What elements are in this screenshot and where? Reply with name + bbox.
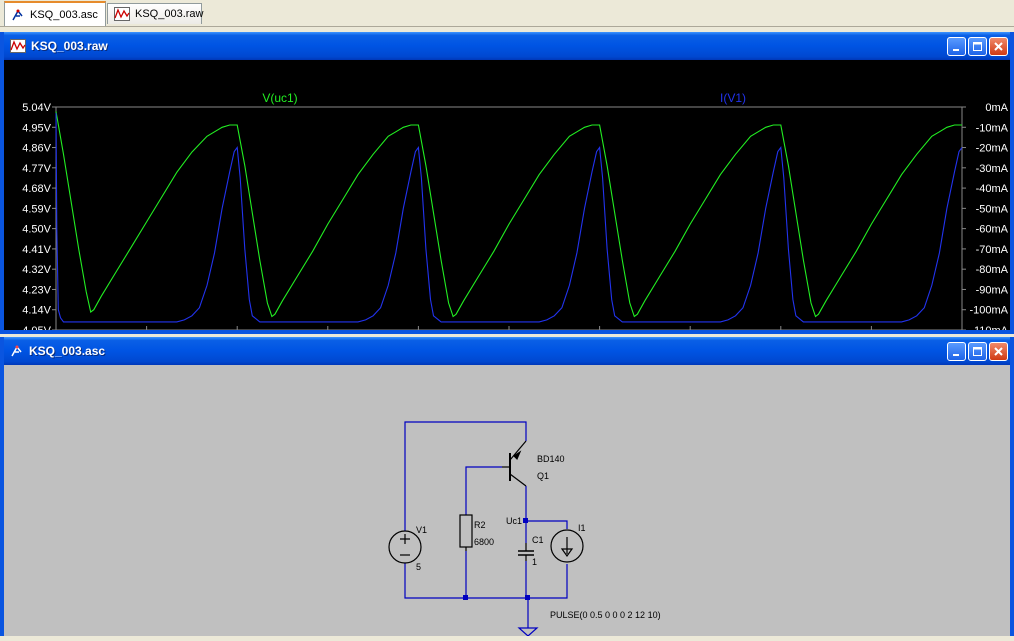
y-left-tick-label: 4.68V [22, 183, 51, 195]
tab-label: KSQ_003.asc [30, 8, 98, 21]
y-right-tick-label: 0mA [985, 102, 1008, 114]
legend-i-v1[interactable]: I(V1) [720, 91, 746, 105]
minimize-icon [953, 354, 959, 356]
schematic-drawing[interactable]: V1 5 R2 6800 BD140 Q1 Uc1 [4, 365, 1010, 637]
schematic-window: KSQ_003.asc [0, 337, 1014, 637]
y-right-tick-label: -90mA [976, 284, 1009, 296]
plot-window-titlebar[interactable]: KSQ_003.raw [4, 32, 1010, 60]
resistor-r2[interactable] [459, 514, 473, 551]
document-tab-strip: KSQ_003.asc KSQ_003.raw [0, 0, 1014, 27]
y-right-tick-label: -50mA [976, 203, 1009, 215]
y-left-tick-label: 4.05V [22, 325, 51, 330]
schematic-window-titlebar[interactable]: KSQ_003.asc [4, 337, 1010, 365]
y-left-tick-label: 4.77V [22, 163, 51, 175]
wires [404, 421, 568, 628]
legend-v-uc1[interactable]: V(uc1) [262, 91, 297, 105]
junction-dot [525, 595, 530, 600]
y-right-tick-label: -70mA [976, 244, 1009, 256]
y-left-tick-label: 4.86V [22, 143, 51, 155]
maximize-button[interactable] [968, 342, 987, 361]
y-right-tick-label: -80mA [976, 264, 1009, 276]
window-title: KSQ_003.asc [29, 344, 106, 358]
waveform-chart[interactable]: 5.04V 4.95V 4.86V 4.77V 4.68V 4.59V 4.50V 4.41V… [4, 60, 1010, 346]
y-left-tick-label: 5.04V [22, 102, 51, 114]
window-title: KSQ_003.raw [31, 39, 108, 53]
y-left-tick-label: 4.95V [22, 122, 51, 134]
voltage-source-v1[interactable] [388, 472, 422, 570]
close-button[interactable] [989, 37, 1008, 56]
maximize-icon [973, 42, 982, 51]
label-r2: R2 [474, 520, 486, 530]
series-line-i-v1[interactable] [55, 113, 963, 323]
label-q1: Q1 [537, 471, 549, 481]
y-left-tick-label: 4.14V [22, 305, 51, 317]
label-c1: C1 [532, 535, 544, 545]
minimize-icon [953, 49, 959, 51]
junction-dot [463, 595, 468, 600]
y-right-tick-label: -110mA [970, 325, 1008, 330]
waveform-icon [10, 39, 26, 53]
y-left-tick-label: 4.23V [22, 284, 51, 296]
label-v1-value: 5 [416, 562, 421, 572]
y-right-tick-label: -40mA [976, 183, 1009, 195]
current-source-i1[interactable] [550, 529, 584, 563]
y-right-tick-label: -10mA [976, 122, 1009, 134]
y-left-tick-label: 4.59V [22, 203, 51, 215]
transistor-q1[interactable] [502, 440, 527, 487]
waveform-plot[interactable]: 5.04V 4.95V 4.86V 4.77V 4.68V 4.59V 4.50V 4.41V… [4, 60, 1010, 346]
label-i1: I1 [578, 523, 586, 533]
junction-dot [523, 518, 528, 523]
waveform-icon [114, 7, 130, 21]
tab-ksq-003-raw[interactable]: KSQ_003.raw [107, 3, 204, 24]
y-left-tick-label: 4.50V [22, 224, 51, 236]
label-pulse-spec: PULSE(0 0.5 0 0 0 2 12 10) [550, 610, 661, 620]
maximize-icon [973, 347, 982, 356]
maximize-button[interactable] [968, 37, 987, 56]
tab-ksq-003-asc[interactable]: KSQ_003.asc [4, 1, 106, 26]
y-left-tick-label: 4.32V [22, 264, 51, 276]
tab-label: KSQ_003.raw [135, 8, 204, 20]
y-right-tick-label: -60mA [976, 224, 1009, 236]
y-left-tick-label: 4.41V [22, 244, 51, 256]
ground-icon [517, 627, 539, 637]
label-r2-value: 6800 [474, 537, 494, 547]
close-button[interactable] [989, 342, 1008, 361]
schematic-icon [10, 344, 24, 358]
label-q1-model: BD140 [537, 454, 565, 464]
y-right-tick-label: -30mA [976, 163, 1009, 175]
close-icon [994, 347, 1003, 356]
label-c1-value: 1 [532, 557, 537, 567]
capacitor-c1[interactable] [518, 543, 534, 561]
minimize-button[interactable] [947, 342, 966, 361]
series-line-v-uc1[interactable] [55, 111, 962, 318]
plot-frame [55, 106, 963, 331]
schematic-icon [11, 8, 25, 22]
schematic-canvas[interactable]: V1 5 R2 6800 BD140 Q1 Uc1 [4, 365, 1010, 637]
y-right-tick-label: -100mA [969, 305, 1008, 317]
plot-window: KSQ_003.raw 5.04V 4.95V 4.86V 4.77V 4.68V 4.5… [0, 32, 1014, 346]
y-right-tick-label: -20mA [976, 143, 1009, 155]
minimize-button[interactable] [947, 37, 966, 56]
close-icon [994, 42, 1003, 51]
net-label-uc1[interactable]: Uc1 [506, 516, 522, 526]
label-v1: V1 [416, 525, 427, 535]
